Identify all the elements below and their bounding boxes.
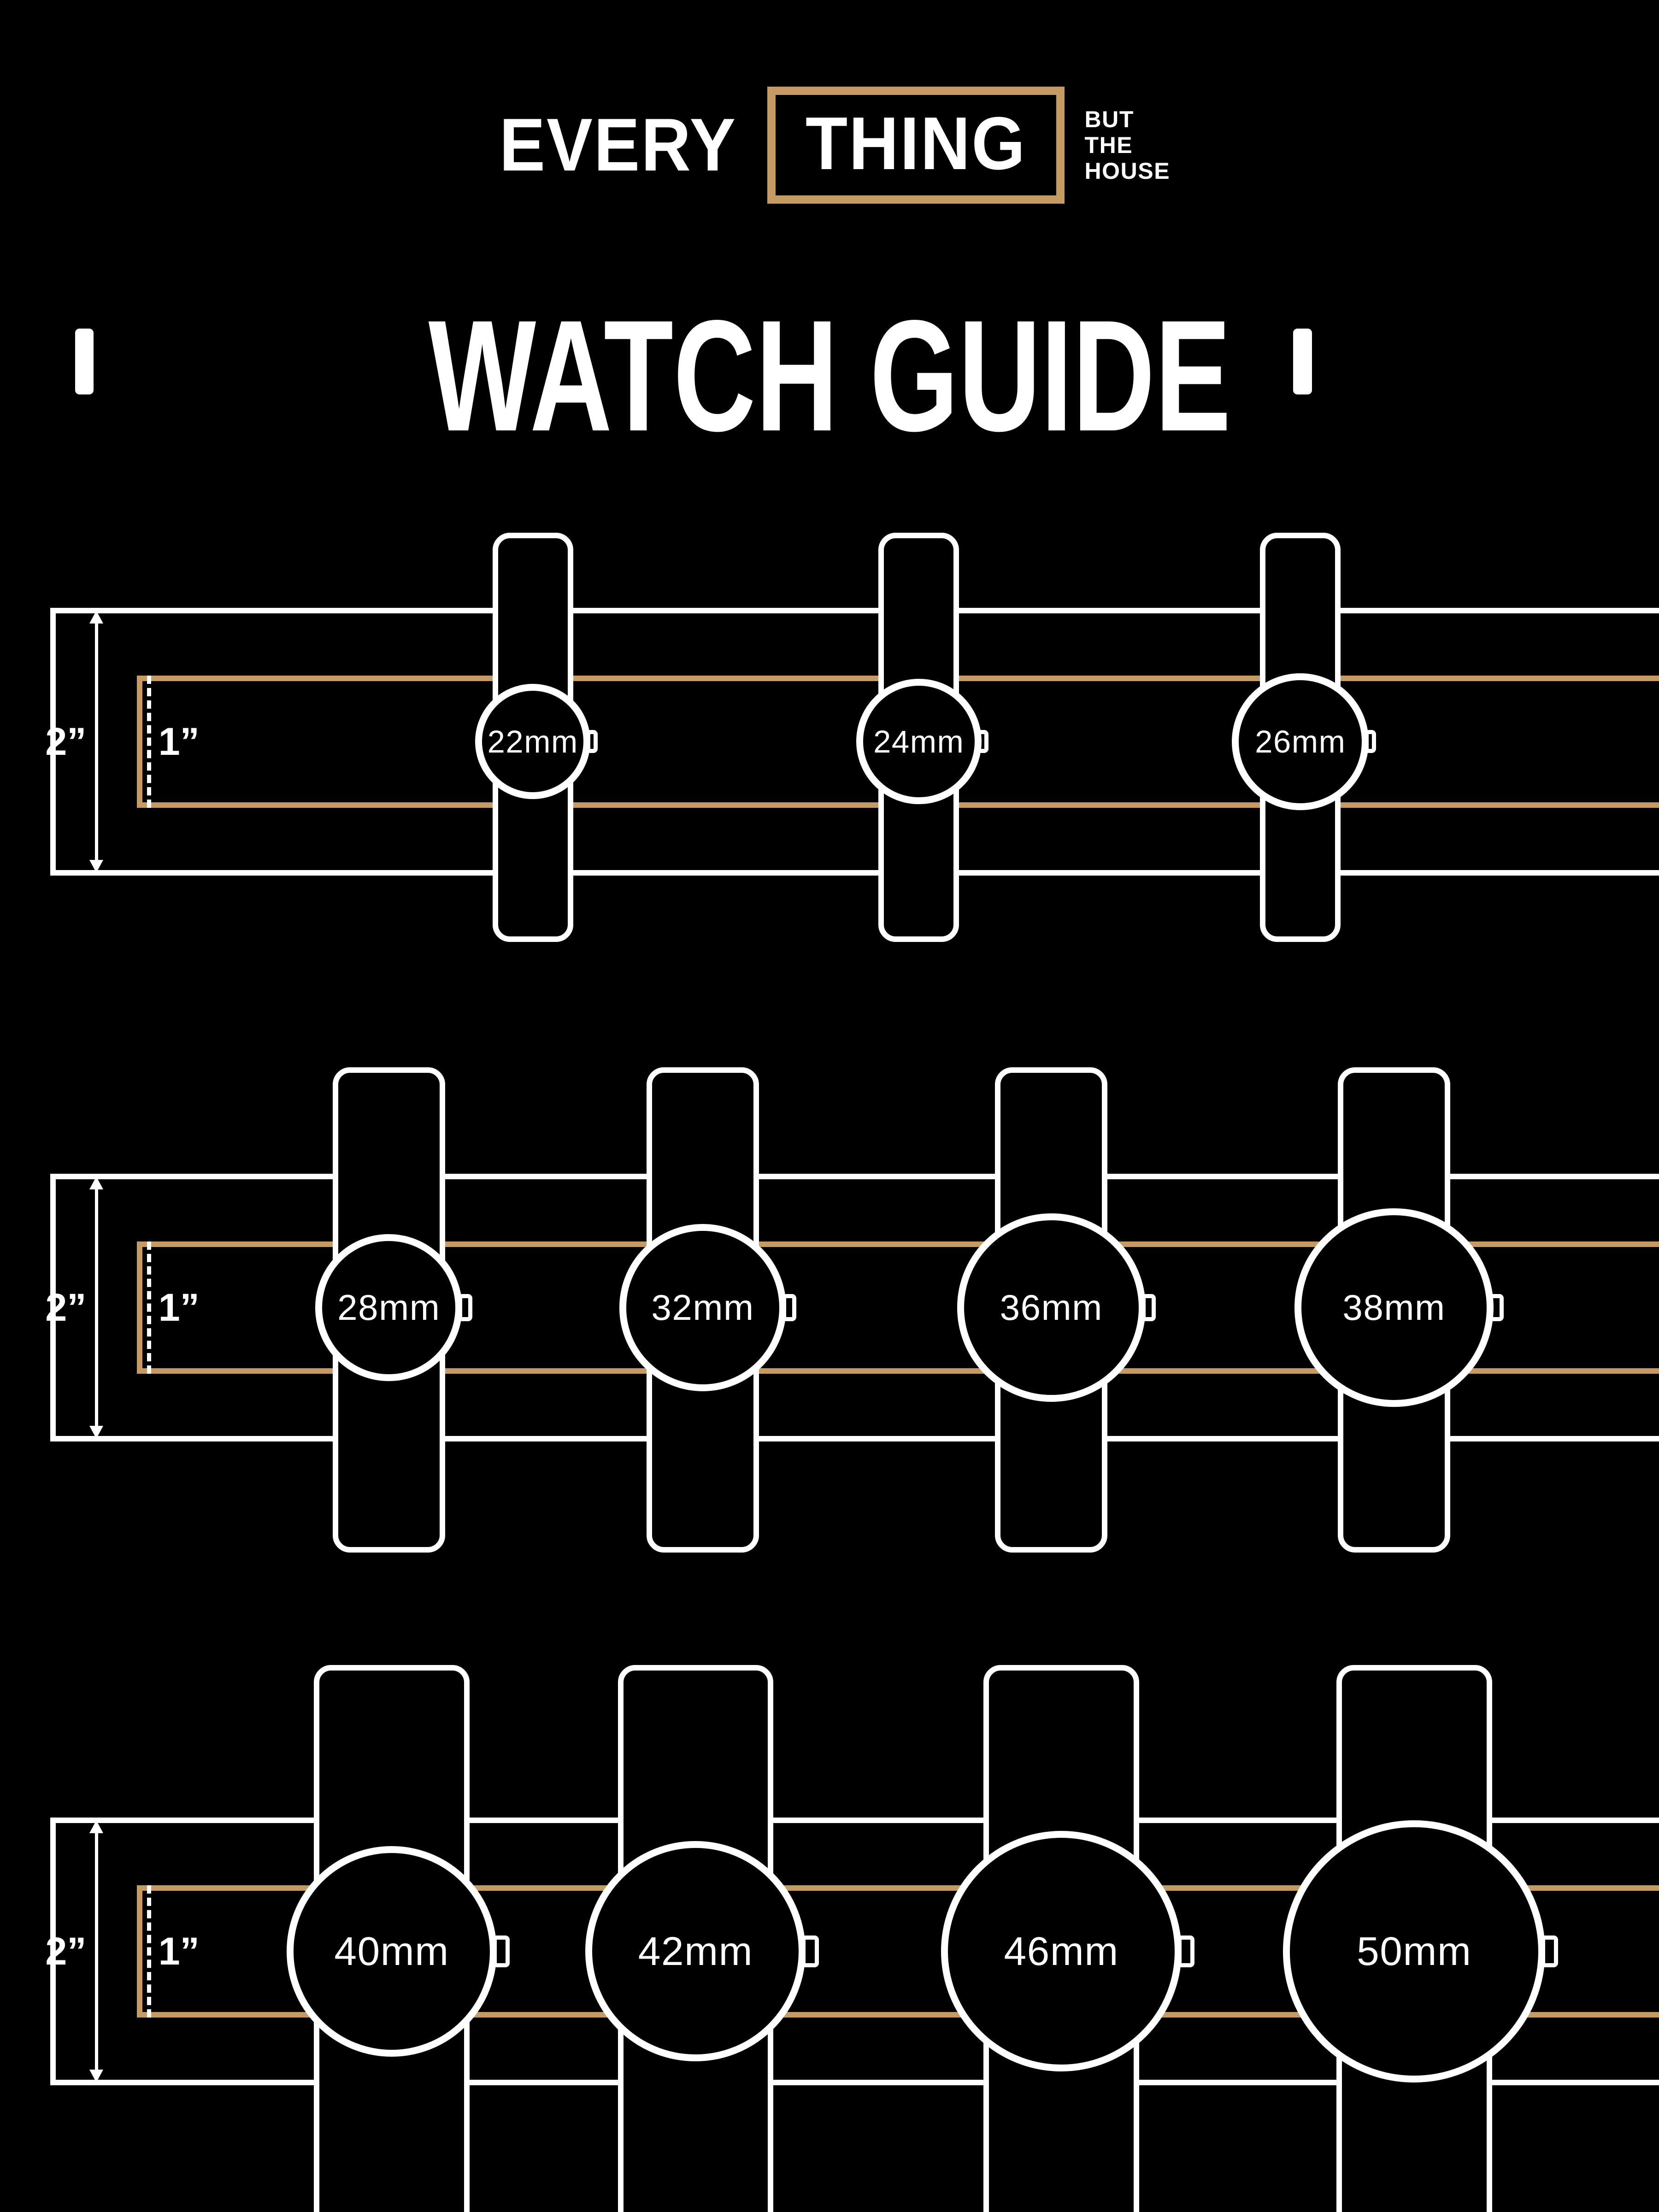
dim-label-1in: 1” xyxy=(158,1286,200,1329)
watch-size-label: 36mm xyxy=(1000,1287,1103,1328)
dim-line-2in xyxy=(95,618,98,866)
dim-arrow-down-icon xyxy=(89,1425,103,1439)
watch-size-label: 38mm xyxy=(1342,1287,1446,1328)
tagline-line-the: THE xyxy=(1084,132,1133,158)
band-outer-2in xyxy=(50,607,1659,876)
dim-dash-1in xyxy=(147,1885,151,2018)
watch-case: 36mm xyxy=(957,1213,1146,1402)
watch-case: 32mm xyxy=(619,1224,787,1391)
watch-size-label: 22mm xyxy=(487,724,578,759)
tagline-line-house: HOUSE xyxy=(1084,158,1171,184)
logo-word-thing: THING xyxy=(805,101,1027,185)
watch-case: 22mm xyxy=(475,684,591,800)
dim-arrow-down-icon xyxy=(89,859,103,873)
dim-arrow-down-icon xyxy=(89,2069,103,2083)
dim-label-1in: 1” xyxy=(158,719,200,763)
dim-arrow-up-icon xyxy=(89,1820,103,1833)
watch-case: 24mm xyxy=(856,679,982,805)
brand-logo: EVERY THING BUT THE HOUSE xyxy=(0,86,1659,204)
logo-box: THING xyxy=(767,86,1065,204)
watch-size-label: 28mm xyxy=(337,1287,441,1328)
watch-size-label: 42mm xyxy=(638,1928,753,1974)
watch-size-label: 26mm xyxy=(1255,724,1346,759)
page-title: WATCH GUIDE xyxy=(428,287,1231,464)
logo-word-every: EVERY xyxy=(499,103,737,187)
watch-size-label: 24mm xyxy=(873,724,965,759)
band-inner-1in xyxy=(136,1241,1659,1374)
dim-line-2in xyxy=(95,1827,98,2076)
dim-label-2in: 2” xyxy=(45,719,87,763)
watch-case: 38mm xyxy=(1294,1208,1494,1407)
page-title-wrap: WATCH GUIDE xyxy=(0,287,1659,464)
watch-case: 26mm xyxy=(1232,673,1369,810)
dim-line-2in xyxy=(95,1183,98,1432)
watch-case: 42mm xyxy=(585,1841,806,2062)
dim-label-2in: 2” xyxy=(45,1929,87,1973)
watch-case: 46mm xyxy=(941,1831,1182,2072)
watch-case: 28mm xyxy=(315,1234,463,1381)
watch-size-label: 50mm xyxy=(1357,1928,1472,1974)
decor-mark-left xyxy=(75,328,94,395)
dim-arrow-up-icon xyxy=(89,1177,103,1190)
decor-mark-right xyxy=(1293,328,1312,395)
watch-size-label: 46mm xyxy=(1004,1928,1119,1974)
dim-label-1in: 1” xyxy=(158,1929,200,1973)
watch-case: 50mm xyxy=(1283,1820,1546,2083)
tagline-line-but: BUT xyxy=(1084,106,1134,132)
dim-dash-1in xyxy=(147,675,151,808)
watch-size-label: 40mm xyxy=(334,1928,449,1974)
watch-size-label: 32mm xyxy=(651,1287,754,1328)
band-outer-2in xyxy=(50,1173,1659,1442)
logo-tagline: BUT THE HOUSE xyxy=(1085,106,1171,184)
dim-arrow-up-icon xyxy=(89,611,103,624)
band-inner-1in xyxy=(136,1885,1659,2018)
dim-dash-1in xyxy=(147,1241,151,1374)
dim-label-2in: 2” xyxy=(45,1286,87,1329)
watch-case: 40mm xyxy=(286,1846,497,2057)
